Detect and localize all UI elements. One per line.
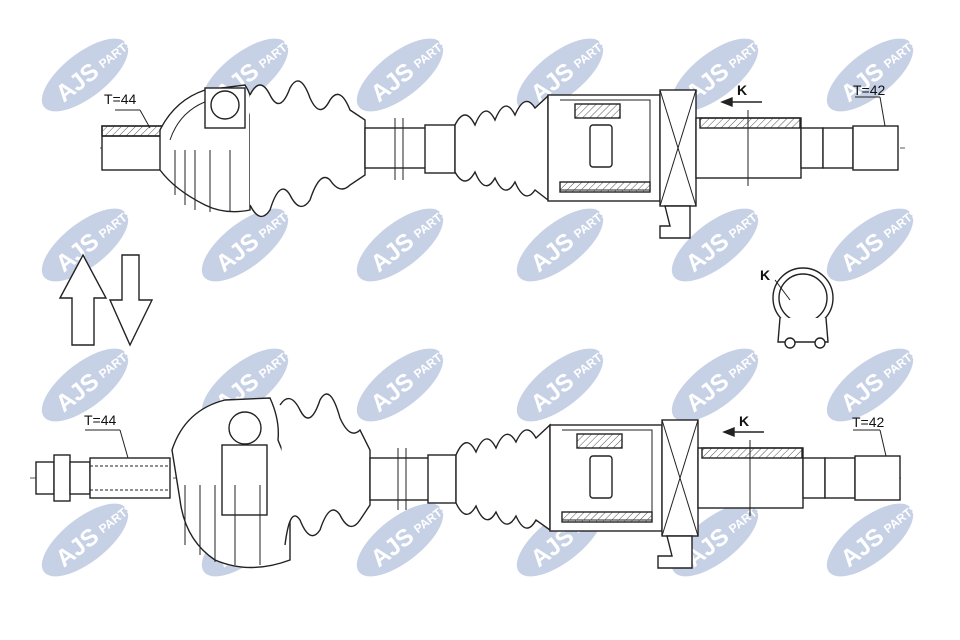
arrow-down-icon (108, 254, 154, 347)
top-right-thread-label: T=42 (853, 82, 886, 98)
top-view-k-label: K (737, 82, 747, 98)
detail-view-k (772, 267, 834, 349)
top-left-thread-label: T=44 (104, 91, 137, 107)
bottom-left-thread-label: T=44 (84, 412, 117, 428)
bottom-right-thread-label: T=42 (852, 414, 885, 430)
bottom-drive-shaft (30, 393, 905, 569)
top-drive-shaft (100, 80, 905, 239)
bottom-view-k-label: K (739, 413, 749, 429)
detail-k-label: K (760, 267, 770, 283)
arrow-up-icon (58, 253, 108, 346)
